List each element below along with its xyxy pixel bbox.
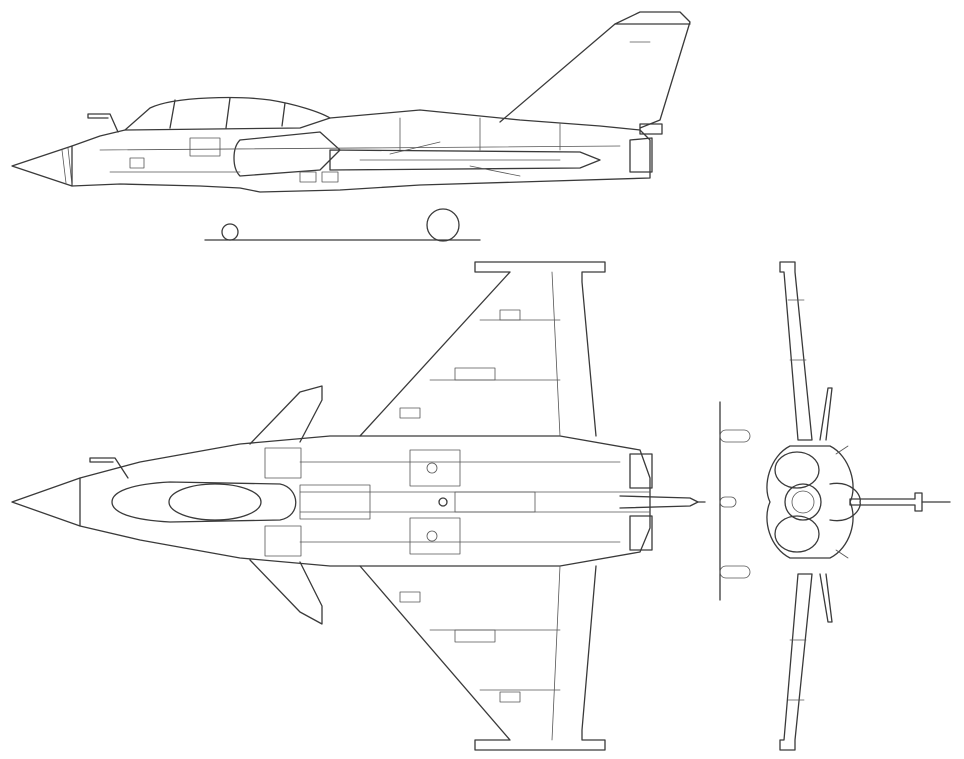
front-wing-lower (779, 573, 813, 751)
side-nose (11, 145, 73, 187)
front-intake-upper (774, 451, 820, 489)
top-view (11, 261, 706, 751)
front-canard-upper (819, 387, 833, 441)
top-engine-upper (629, 453, 653, 489)
side-main-wheel (426, 208, 460, 242)
side-store (329, 149, 601, 171)
side-intake (233, 131, 341, 177)
top-tail-probe (619, 495, 699, 509)
side-refuel-probe (87, 113, 119, 133)
front-intake-lower (774, 515, 820, 553)
side-canopy (124, 96, 331, 131)
front-canopy (829, 482, 861, 522)
top-fuselage (79, 435, 651, 567)
top-wing-lower (359, 565, 606, 751)
front-fuselage (766, 445, 854, 559)
top-canard-upper (249, 385, 323, 445)
side-vertical-tail (499, 11, 691, 129)
top-canard-lower (249, 559, 323, 625)
front-vertical-tail (849, 492, 923, 512)
front-radome (784, 483, 822, 521)
top-nose (11, 477, 81, 527)
side-nose-wheel (221, 223, 239, 241)
front-view (719, 261, 951, 751)
top-refuel-probe (89, 457, 129, 479)
front-canard-lower (819, 573, 833, 623)
side-nozzle (629, 137, 653, 173)
top-wing-upper (359, 261, 606, 437)
side-fuselage (71, 109, 651, 193)
top-canopy (111, 481, 297, 523)
side-view (11, 11, 691, 242)
top-engine-lower (629, 515, 653, 551)
front-wing-upper (779, 261, 813, 441)
